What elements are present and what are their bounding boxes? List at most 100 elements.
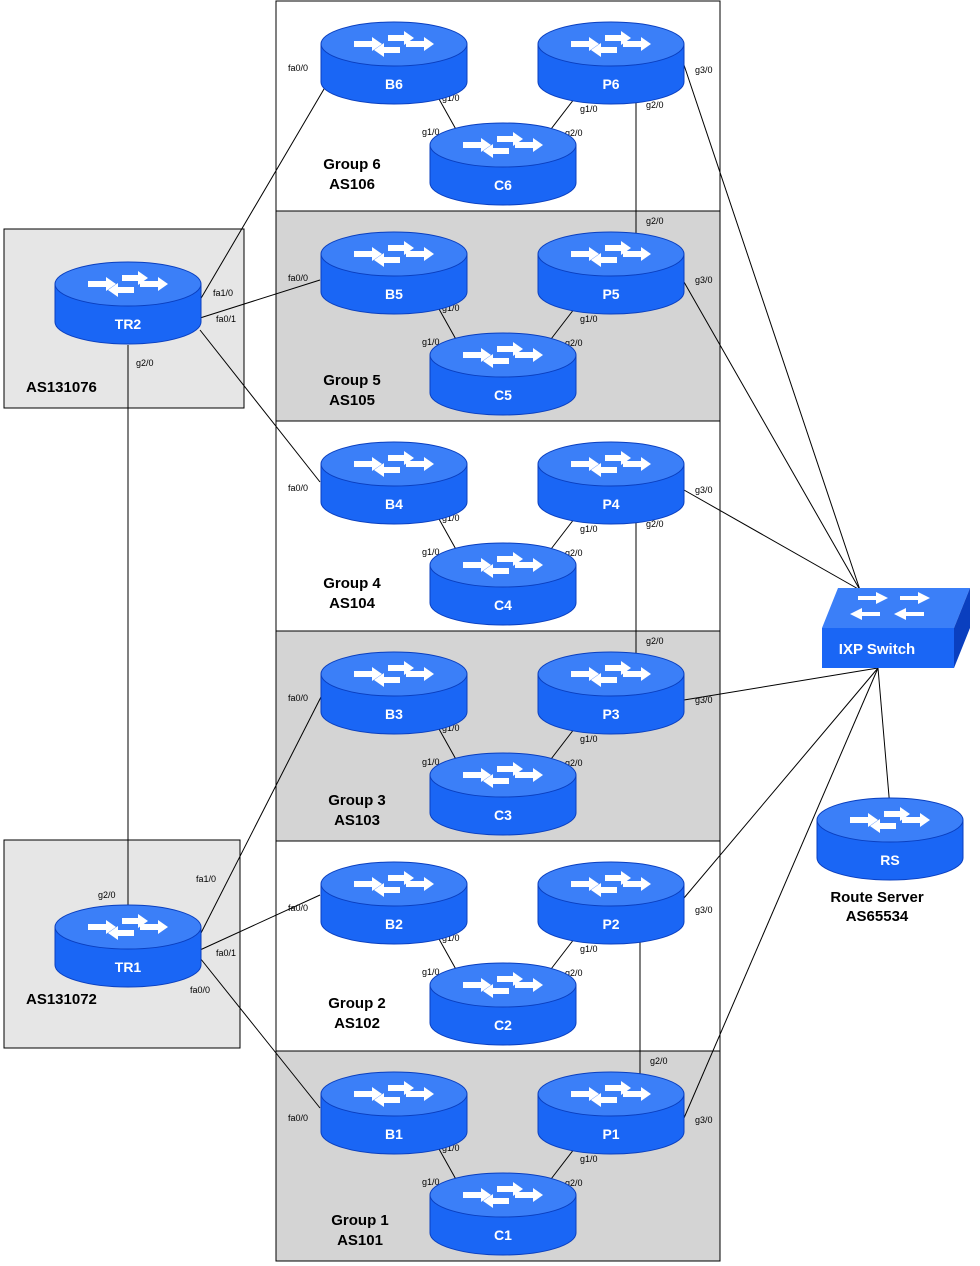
router-icon xyxy=(54,261,202,307)
router-p2: P2 xyxy=(537,861,685,945)
router-label: B6 xyxy=(385,76,403,92)
router-icon xyxy=(320,651,468,697)
router-c1: C1 xyxy=(429,1172,577,1256)
iface-b1-g1-0: g1/0 xyxy=(442,1143,460,1153)
router-icon xyxy=(537,1071,685,1117)
router-icon xyxy=(537,231,685,277)
iface-c4-g2-0: g2/0 xyxy=(565,548,583,558)
iface-p4-g3-0: g3/0 xyxy=(695,485,713,495)
router-c5: C5 xyxy=(429,332,577,416)
router-label: P2 xyxy=(602,916,619,932)
router-b5: B5 xyxy=(320,231,468,315)
iface-b5-g1-0: g1/0 xyxy=(442,303,460,313)
router-tr2: TR2 xyxy=(54,261,202,345)
router-b3: B3 xyxy=(320,651,468,735)
router-label: B4 xyxy=(385,496,403,512)
router-label: C2 xyxy=(494,1017,512,1033)
router-label: B3 xyxy=(385,706,403,722)
iface-p5-g2-0: g2/0 xyxy=(646,216,664,226)
router-label: P3 xyxy=(602,706,619,722)
group-title-g6: Group 6 xyxy=(323,156,381,173)
iface-b4-g1-0: g1/0 xyxy=(442,513,460,523)
iface-b2-g1-0: g1/0 xyxy=(442,933,460,943)
link-p1-ixp xyxy=(683,667,879,1119)
iface-b6-g1-0: g1/0 xyxy=(442,93,460,103)
link-tr2-b6 xyxy=(199,71,335,301)
iface-tr1-fa0-0: fa0/0 xyxy=(190,985,210,995)
link-tr2-b5 xyxy=(199,279,321,319)
router-b4: B4 xyxy=(320,441,468,525)
iface-p4-g1-0: g1/0 xyxy=(580,524,598,534)
group-title-g4: Group 4 xyxy=(323,575,381,592)
router-b6: B6 xyxy=(320,21,468,105)
router-label: C4 xyxy=(494,597,512,613)
link-p4-ixp xyxy=(683,489,861,591)
iface-c2-g2-0: g2/0 xyxy=(565,968,583,978)
router-label: P5 xyxy=(602,286,619,302)
router-icon xyxy=(320,231,468,277)
router-label: C3 xyxy=(494,807,512,823)
ixp-switch: IXP Switch xyxy=(822,588,970,668)
iface-p1-g3-0: g3/0 xyxy=(695,1115,713,1125)
iface-p3-g3-0: g3/0 xyxy=(695,695,713,705)
iface-b3-g1-0: g1/0 xyxy=(442,723,460,733)
route-server-title: Route Server xyxy=(830,889,924,906)
router-tr1: TR1 xyxy=(54,904,202,988)
router-label: TR1 xyxy=(115,959,142,975)
iface-b1-fa0-0: fa0/0 xyxy=(288,1113,308,1123)
router-icon xyxy=(320,1071,468,1117)
group-as-g2: AS102 xyxy=(334,1015,380,1032)
router-c2: C2 xyxy=(429,962,577,1046)
link-p3-ixp xyxy=(683,667,879,701)
iface-c6-g2-0: g2/0 xyxy=(565,128,583,138)
router-p6: P6 xyxy=(537,21,685,105)
router-label: TR2 xyxy=(115,316,142,332)
router-label: C1 xyxy=(494,1227,512,1243)
group-as-g4: AS104 xyxy=(329,595,376,612)
switch-front xyxy=(822,628,954,668)
router-label: P6 xyxy=(602,76,619,92)
router-icon xyxy=(429,332,577,378)
router-c4: C4 xyxy=(429,542,577,626)
iface-p1-g1-0: g1/0 xyxy=(580,1154,598,1164)
router-b2: B2 xyxy=(320,861,468,945)
link-tr1-b1 xyxy=(199,957,321,1109)
group-title-g5: Group 5 xyxy=(323,372,381,389)
router-label: B5 xyxy=(385,286,403,302)
router-label: B2 xyxy=(385,916,403,932)
iface-c3-g1-0: g1/0 xyxy=(422,757,440,767)
router-icon xyxy=(537,651,685,697)
router-icon xyxy=(54,904,202,950)
group-title-g3: Group 3 xyxy=(328,792,386,809)
router-p4: P4 xyxy=(537,441,685,525)
router-icon xyxy=(816,797,964,843)
iface-p3-g1-0: g1/0 xyxy=(580,734,598,744)
router-b1: B1 xyxy=(320,1071,468,1155)
router-icon xyxy=(429,752,577,798)
router-label: C5 xyxy=(494,387,512,403)
iface-tr1-fa1-0: fa1/0 xyxy=(196,874,216,884)
link-p2-ixp xyxy=(683,667,879,899)
transit-as-tr2: AS131076 xyxy=(26,379,97,396)
router-label: P4 xyxy=(602,496,619,512)
iface-b3-fa0-0: fa0/0 xyxy=(288,693,308,703)
router-label: RS xyxy=(880,852,899,868)
iface-p6-g2-0: g2/0 xyxy=(646,100,664,110)
group-title-g2: Group 2 xyxy=(328,995,386,1012)
iface-p5-g1-0: g1/0 xyxy=(580,314,598,324)
iface-c4-g1-0: g1/0 xyxy=(422,547,440,557)
iface-b4-fa0-0: fa0/0 xyxy=(288,483,308,493)
iface-c6-g1-0: g1/0 xyxy=(422,127,440,137)
iface-b5-fa0-0: fa0/0 xyxy=(288,273,308,283)
switch-side xyxy=(954,588,970,668)
iface-p6-g3-0: g3/0 xyxy=(695,65,713,75)
router-icon xyxy=(429,1172,577,1218)
router-label: B1 xyxy=(385,1126,403,1142)
router-p5: P5 xyxy=(537,231,685,315)
router-icon xyxy=(320,21,468,67)
iface-tr2-fa1-0: fa1/0 xyxy=(213,288,233,298)
router-icon xyxy=(537,861,685,907)
